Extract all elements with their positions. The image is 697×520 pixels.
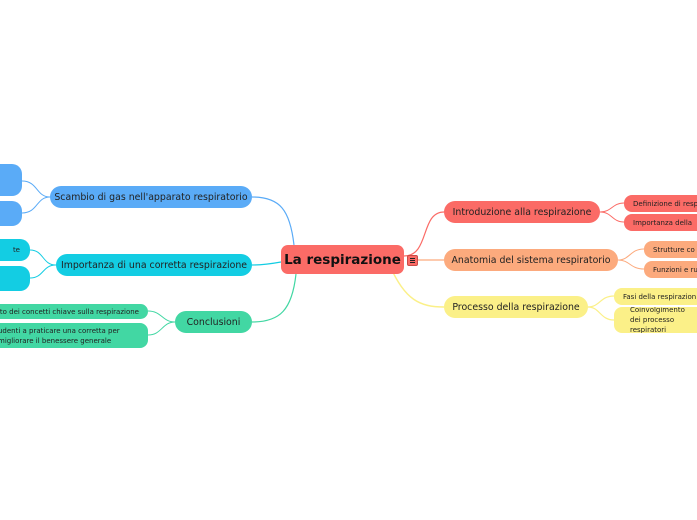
subtopic-conclusioni-1[interactable]: nto dei concetti chiave sulla respirazio… bbox=[0, 304, 148, 319]
subtopic-anatomia-1-label: Strutture co bbox=[653, 245, 695, 254]
topic-scambio-label: Scambio di gas nell'apparato respiratori… bbox=[54, 191, 248, 203]
subtopic-intro-2-label: Importanza della bbox=[633, 218, 693, 227]
subtopic-importanza-1[interactable]: te bbox=[0, 239, 30, 261]
menu-line bbox=[410, 262, 415, 263]
subtopic-processo-1-label: Fasi della respirazion bbox=[623, 292, 697, 301]
subtopic-intro-1[interactable]: Definizione di resp bbox=[624, 195, 697, 212]
subtopic-conclusioni-1-label: nto dei concetti chiave sulla respirazio… bbox=[0, 307, 139, 316]
link-root-intro bbox=[403, 211, 445, 257]
topic-anatomia-label: Anatomia del sistema respiratorio bbox=[451, 254, 611, 266]
link-root-scambio bbox=[251, 196, 295, 246]
hamburger-menu-icon[interactable] bbox=[407, 255, 418, 266]
subtopic-scambio-2[interactable] bbox=[0, 201, 22, 226]
subtopic-processo-1[interactable]: Fasi della respirazion bbox=[614, 288, 697, 305]
subtopic-anatomia-2[interactable]: Funzioni e ru bbox=[644, 261, 697, 278]
link-importanza-1 bbox=[29, 249, 57, 266]
link-scambio-1 bbox=[21, 180, 51, 198]
link-processo-1 bbox=[587, 295, 615, 308]
link-processo-2 bbox=[587, 306, 615, 321]
link-intro-1 bbox=[599, 202, 625, 213]
menu-line bbox=[410, 260, 415, 261]
topic-processo-label: Processo della respirazione bbox=[452, 301, 580, 313]
subtopic-conclusioni-2-label: udenti a praticare una corretta per migl… bbox=[0, 326, 120, 345]
subtopic-processo-2[interactable]: Coinvolgimento dei processo respiratori bbox=[614, 307, 697, 333]
link-anatomia-2 bbox=[617, 259, 645, 270]
subtopic-processo-2-label: Coinvolgimento dei processo respiratori bbox=[630, 307, 685, 333]
subtopic-importanza-2[interactable] bbox=[0, 266, 30, 291]
menu-line bbox=[410, 258, 415, 259]
subtopic-intro-2[interactable]: Importanza della bbox=[624, 214, 697, 231]
topic-conclusioni[interactable]: Conclusioni bbox=[175, 311, 252, 333]
link-conclusioni-2 bbox=[147, 321, 176, 336]
link-root-processo bbox=[389, 265, 445, 308]
link-root-conclusioni bbox=[251, 273, 297, 323]
topic-scambio[interactable]: Scambio di gas nell'apparato respiratori… bbox=[50, 186, 252, 208]
subtopic-intro-1-label: Definizione di resp bbox=[633, 199, 697, 208]
topic-anatomia[interactable]: Anatomia del sistema respiratorio bbox=[444, 249, 618, 271]
topic-processo[interactable]: Processo della respirazione bbox=[444, 296, 588, 318]
root-topic[interactable]: La respirazione bbox=[281, 245, 404, 274]
link-root-importanza bbox=[251, 261, 282, 266]
topic-conclusioni-label: Conclusioni bbox=[186, 316, 241, 328]
topic-importanza-label: Importanza di una corretta respirazione bbox=[60, 259, 248, 271]
topic-importanza[interactable]: Importanza di una corretta respirazione bbox=[56, 254, 252, 276]
link-intro-2 bbox=[599, 211, 625, 223]
subtopic-anatomia-2-label: Funzioni e ru bbox=[653, 265, 697, 274]
link-importanza-2 bbox=[29, 264, 57, 279]
topic-introduzione[interactable]: Introduzione alla respirazione bbox=[444, 201, 600, 223]
link-scambio-2 bbox=[21, 196, 51, 214]
link-conclusioni-1 bbox=[147, 310, 176, 323]
root-topic-label: La respirazione bbox=[284, 251, 401, 268]
subtopic-importanza-1-label: te bbox=[12, 246, 20, 254]
topic-introduzione-label: Introduzione alla respirazione bbox=[452, 206, 592, 218]
link-anatomia-1 bbox=[617, 248, 645, 261]
subtopic-scambio-1[interactable] bbox=[0, 164, 22, 196]
subtopic-anatomia-1[interactable]: Strutture co bbox=[644, 241, 697, 258]
subtopic-conclusioni-2[interactable]: udenti a praticare una corretta per migl… bbox=[0, 323, 148, 348]
